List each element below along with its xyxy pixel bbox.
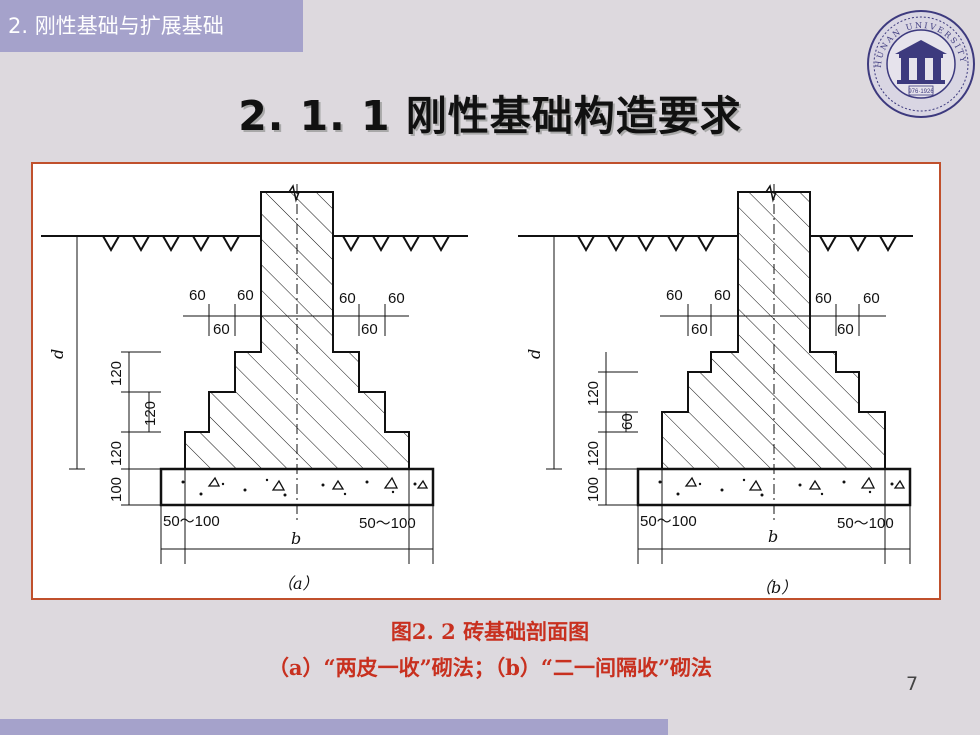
figure-caption-subtitle: （a）“两皮一收”砌法；（b）“二一间隔收”砌法 — [267, 655, 713, 680]
dim-vert-b-4: 100 — [585, 477, 602, 502]
section-tab: 2. 刚性基础与扩展基础 — [0, 0, 303, 52]
aggregate-b — [658, 478, 894, 497]
dim-top-b-4: 60 — [863, 290, 880, 307]
dim-inner-a-2: 60 — [361, 321, 378, 338]
foundation-diagram: 60 60 60 60 60 60 d 120 120 120 100 — [41, 184, 913, 597]
dim-bottom-b-1: 50～100 — [640, 513, 697, 530]
dim-bottom-b-2: 50～100 — [837, 515, 894, 532]
dim-inner-a-1: 60 — [213, 321, 230, 338]
dim-top-b-3: 60 — [815, 290, 832, 307]
building-icon — [895, 40, 947, 84]
depth-label-b: d — [525, 349, 544, 359]
dim-inner-b-2: 60 — [837, 321, 854, 338]
slide-title: 2. 1. 1 刚性基础构造要求 — [238, 92, 742, 140]
depth-label-a: d — [48, 349, 67, 359]
page-number: 7 — [906, 673, 919, 695]
soil-marks-b — [577, 235, 897, 253]
dim-vert-a-4: 100 — [108, 477, 125, 502]
figure-frame: 60 60 60 60 60 60 d 120 120 120 100 — [31, 162, 941, 600]
panel-label-a: （a） — [277, 574, 319, 593]
dim-vert-b-1: 120 — [585, 381, 602, 406]
dim-top-b-2: 60 — [714, 287, 731, 304]
soil-marks-a — [102, 235, 450, 253]
dim-top-a-2: 60 — [237, 287, 254, 304]
dim-top-a-4: 60 — [388, 290, 405, 307]
dim-bottom-a-2: 50～100 — [359, 515, 416, 532]
dim-top-b-1: 60 — [666, 287, 683, 304]
university-logo: HUNAN UNIVERSITY 976·1926 — [867, 10, 975, 118]
dim-vert-b-2: 60 — [619, 413, 636, 430]
footer-bar — [0, 719, 668, 735]
panel-label-b: （b） — [755, 578, 797, 597]
width-label-a: b — [291, 529, 301, 548]
figure-caption-title: 图2. 2 砖基础剖面图 — [390, 619, 590, 644]
panel-b: 60 60 60 60 60 60 d 120 60 120 100 — [518, 184, 913, 597]
logo-year: 976·1926 — [908, 89, 934, 95]
aggregate-a — [181, 478, 417, 497]
width-label-b: b — [768, 527, 778, 546]
dim-vert-a-1: 120 — [108, 361, 125, 386]
dim-vert-a-2: 120 — [142, 401, 159, 426]
panel-a: 60 60 60 60 60 60 d 120 120 120 100 — [41, 184, 468, 593]
dim-inner-b-1: 60 — [691, 321, 708, 338]
dim-top-a-1: 60 — [189, 287, 206, 304]
dim-bottom-a-1: 50～100 — [163, 513, 220, 530]
dim-vert-b-3: 120 — [585, 441, 602, 466]
dim-vert-a-3: 120 — [108, 441, 125, 466]
dim-top-a-3: 60 — [339, 290, 356, 307]
